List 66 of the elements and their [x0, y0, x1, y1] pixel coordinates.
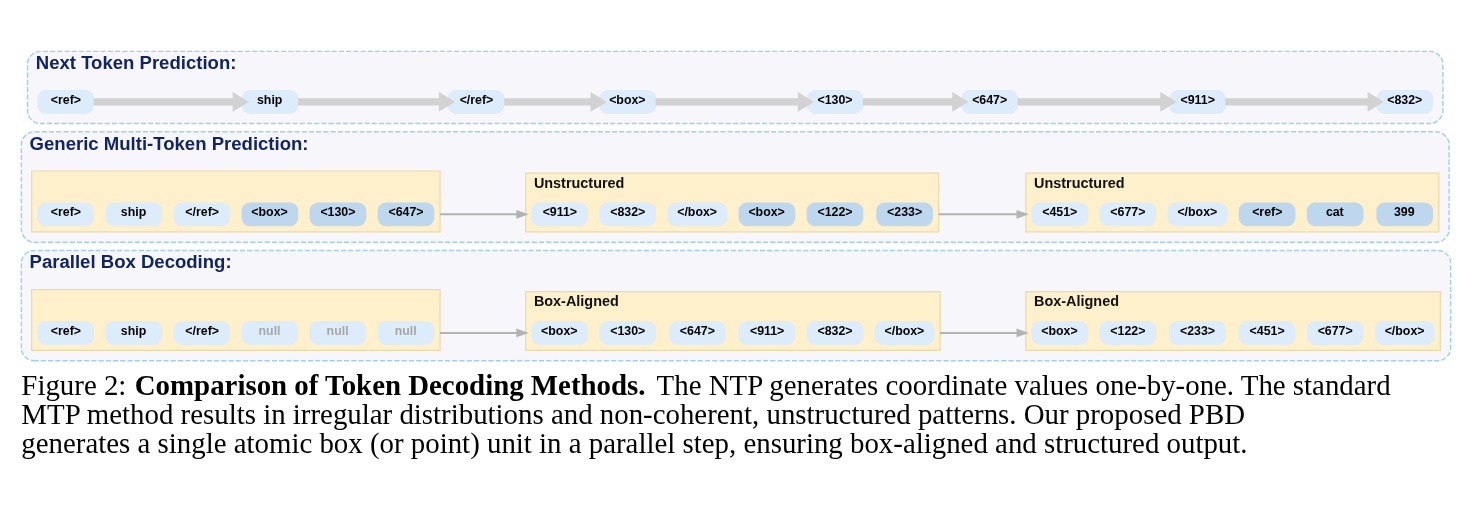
node-box: null	[309, 321, 367, 345]
node-box: <677>	[1099, 202, 1157, 227]
arrow	[1017, 91, 1177, 112]
node-box: <451>	[1031, 202, 1089, 227]
node-box: <122>	[1099, 321, 1157, 345]
node-box: <ref>	[1238, 202, 1296, 227]
node-box: <130>	[309, 202, 367, 227]
arrow	[440, 328, 529, 338]
node-label: Unstructured	[533, 174, 625, 191]
node-box: <832>	[806, 321, 864, 345]
node-box: ship	[105, 202, 163, 227]
node-box: <911>	[531, 202, 588, 227]
node-box: <box>	[599, 90, 657, 114]
node-box: </ref>	[173, 202, 231, 227]
arrow	[440, 209, 529, 219]
node-label: Box-Aligned	[533, 293, 619, 310]
node-box: </box>	[1374, 321, 1435, 345]
cluster	[31, 288, 441, 352]
node-box: </box>	[667, 202, 728, 227]
arrow	[938, 209, 1029, 219]
node-box: ship	[105, 321, 163, 345]
node-box: <233>	[1169, 321, 1226, 345]
node-box: null	[377, 321, 435, 345]
cluster	[1025, 291, 1441, 352]
arrow	[298, 91, 456, 112]
node-box: <122>	[806, 202, 864, 227]
node-box: ship	[241, 90, 299, 114]
node-box: <box>	[738, 202, 796, 227]
arrow	[655, 92, 815, 112]
arrow	[93, 91, 249, 112]
node-box: </ref>	[173, 321, 231, 345]
node-box: <647>	[961, 90, 1019, 114]
node-box: <832>	[599, 202, 657, 227]
cluster	[525, 291, 941, 352]
caption: Figure 2: Comparison of Token Decoding Methods. The NTP generates coordinate values one-by-one. The standard MTP method results in irregular distributions and non-coherent, unstructured patterns. Our proposed PBD generates a single atomic box (or point) unit in a parallel step, ensuring box-aligned and structured output.	[21, 369, 1391, 459]
node-box: <box>	[1031, 321, 1089, 345]
node-box: <130>	[599, 321, 657, 345]
arrow	[940, 328, 1029, 338]
node-box: <911>	[1169, 90, 1226, 114]
node-box: </ref>	[447, 90, 505, 114]
node-box: cat	[1306, 202, 1364, 227]
arrow	[1225, 91, 1384, 112]
node-box: </box>	[1167, 202, 1228, 227]
node-box: <451>	[1238, 321, 1296, 345]
node-box: <832>	[1376, 90, 1434, 114]
node-box: 399	[1376, 202, 1434, 227]
node-box: <box>	[531, 321, 588, 345]
node-box: <ref>	[37, 202, 95, 227]
node-box: <911>	[738, 321, 796, 345]
cluster	[525, 172, 940, 233]
node-box: <box>	[241, 202, 299, 227]
arrow	[504, 91, 607, 112]
node-box: <130>	[806, 90, 864, 114]
cluster	[31, 170, 441, 233]
node-box: <ref>	[37, 321, 95, 345]
cluster	[1025, 172, 1440, 233]
node-box: <233>	[876, 202, 933, 227]
node-box: <647>	[668, 321, 726, 345]
node-box: null	[241, 321, 299, 345]
node-label: Unstructured	[1034, 174, 1125, 191]
node-box: <647>	[377, 202, 435, 227]
node-box: <677>	[1306, 321, 1364, 345]
arrow	[862, 91, 969, 112]
node-label: Box-Aligned	[1034, 293, 1119, 310]
node-box: <ref>	[37, 90, 95, 114]
node-box: </box>	[874, 321, 935, 345]
